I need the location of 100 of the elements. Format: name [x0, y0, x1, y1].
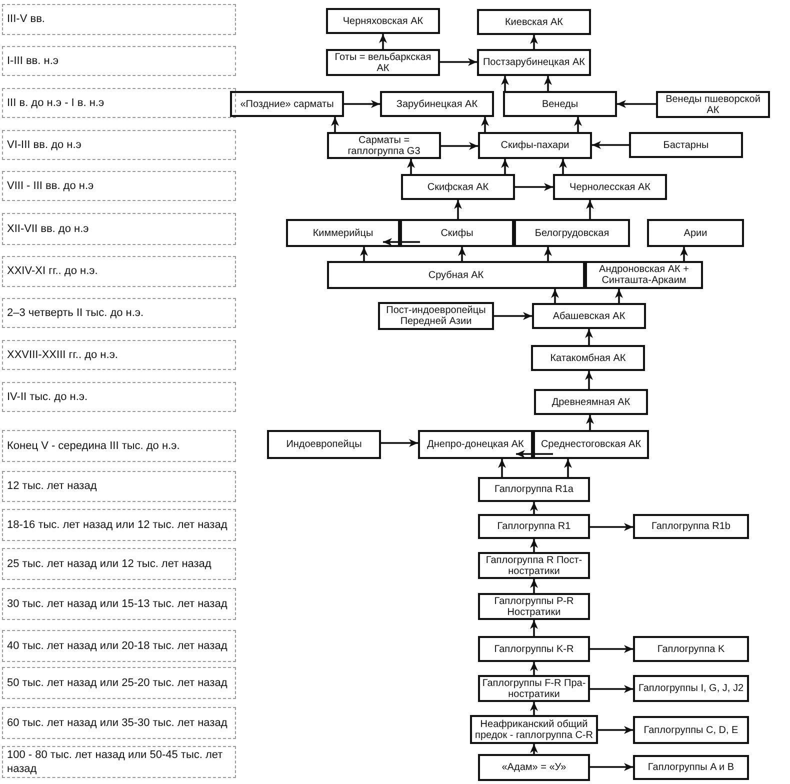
arrow: [454, 200, 462, 219]
culture-box: [633, 716, 749, 744]
period-box: [2, 213, 236, 245]
culture-box: [656, 91, 770, 118]
culture-label: Катакомбная АК: [550, 352, 626, 364]
culture-label: Гаплогруппы K-R: [494, 644, 574, 654]
period-box: [2, 298, 236, 328]
arrow: [530, 539, 538, 552]
culture-box: [633, 514, 749, 539]
period-label: Конец V - середина III тыс. до н.э.: [7, 438, 180, 454]
arrow: [501, 159, 509, 174]
period-box: [2, 430, 236, 462]
culture-box: [533, 430, 649, 459]
arrow: [383, 238, 420, 246]
culture-box: [478, 636, 590, 662]
arrow: [586, 200, 594, 219]
culture-label: «Поздние» сарматы: [240, 98, 334, 110]
culture-box: [478, 593, 590, 620]
arrow: [344, 100, 380, 108]
culture-label: Срубная АК: [428, 270, 484, 280]
culture-box: [531, 345, 645, 371]
culture-box: [380, 91, 494, 117]
culture-label: Киевская АК: [504, 16, 564, 28]
period-label: 50 тыс. лет назад или 25-20 тыс. лет назад: [7, 676, 228, 690]
culture-label: Киммерийцы: [312, 228, 374, 238]
period-label: 25 тыс. лет назад или 12 тыс. лет назад: [7, 556, 212, 572]
culture-box: [470, 715, 598, 744]
culture-box: [478, 132, 592, 159]
culture-box: [230, 91, 344, 117]
arrow: [544, 247, 552, 261]
culture-box: [267, 430, 381, 459]
culture-box: [633, 755, 749, 780]
arrow: [530, 702, 538, 715]
period-label: XII-VII вв. до н.э: [7, 222, 89, 236]
period-label: XXIV-XI гг.. до н.э.: [7, 264, 98, 279]
culture-box: [503, 91, 617, 117]
culture-label: Гаплогруппы F-R Пра-ностратики: [482, 678, 586, 700]
culture-label: Среднестоговская АК: [540, 439, 642, 450]
arrow: [585, 371, 593, 389]
arrow: [544, 76, 552, 91]
period-label: III-V вв.: [7, 12, 45, 27]
period-label: XXVIII-XXIII гг.. до н.э.: [7, 348, 118, 362]
arrow: [680, 247, 688, 261]
period-label: III в. до н.э - I в. н.э: [7, 96, 104, 110]
culture-box: [553, 174, 667, 200]
arrow: [379, 34, 387, 49]
culture-label: Скифская АК: [427, 182, 489, 192]
culture-box: [478, 675, 590, 702]
arrow: [530, 744, 538, 754]
culture-box: [327, 132, 441, 159]
culture-label: Чернолесская АК: [570, 182, 650, 192]
arrow: [590, 685, 633, 693]
culture-box: [633, 636, 749, 662]
culture-label: Индоевропейцы: [286, 439, 362, 450]
period-box: [2, 130, 236, 160]
culture-box: [478, 754, 590, 781]
period-box: [2, 340, 236, 370]
culture-label: Неафриканский общий предок - гаплогруппа C-R: [474, 718, 594, 740]
period-box: [2, 88, 236, 118]
culture-box: [633, 675, 749, 702]
period-box: [2, 471, 236, 502]
arrow: [551, 289, 559, 303]
period-box: [2, 4, 236, 35]
arrow: [407, 159, 415, 174]
culture-label: Гаплогруппа K: [657, 644, 725, 654]
period-label: 2–3 четверть II тыс. до н.э.: [7, 306, 144, 320]
culture-label: «Адам» = «У»: [502, 762, 566, 773]
period-label: I-III вв. н.э: [7, 54, 58, 68]
arrow: [441, 142, 478, 150]
culture-box: [326, 49, 440, 76]
culture-box: [401, 174, 515, 200]
period-box: [2, 256, 236, 287]
culture-label: Зарубинецкая АК: [396, 98, 478, 110]
culture-box: [532, 303, 646, 329]
culture-label: Гаплогруппы I, G, J, J2: [638, 683, 744, 694]
culture-label: Днепро-донецкая АК: [427, 439, 524, 450]
culture-label: Андроновская АК + Синташта-Аркаим: [598, 264, 690, 286]
arrow: [501, 76, 509, 91]
period-label: VIII - III вв. до н.э: [7, 178, 94, 194]
culture-box: [477, 9, 591, 35]
culture-label: Гаплогруппы P-R Ностратики: [493, 596, 575, 618]
culture-label: Скифы: [440, 228, 474, 238]
culture-label: Черняховская АК: [342, 16, 424, 26]
culture-box: [400, 219, 514, 247]
arrow: [530, 620, 538, 636]
arrow: [498, 459, 506, 477]
culture-label: Венеды: [542, 98, 578, 110]
culture-label: Гаплогруппа R1a: [494, 484, 574, 495]
arrow: [590, 523, 633, 531]
arrow: [458, 247, 466, 261]
period-box: [2, 707, 236, 739]
period-label: 18-16 тыс. лет назад или 12 тыс. лет назад: [7, 518, 228, 532]
period-box: [2, 746, 236, 778]
culture-label: Скифы-пахари: [500, 140, 570, 151]
culture-label: Арии: [684, 228, 708, 238]
culture-box: [478, 552, 590, 579]
period-box: [2, 630, 236, 662]
period-label: 30 тыс. лет назад или 15-13 тыс. лет назад: [7, 596, 228, 612]
culture-box: [327, 261, 585, 289]
arrow: [440, 58, 477, 66]
